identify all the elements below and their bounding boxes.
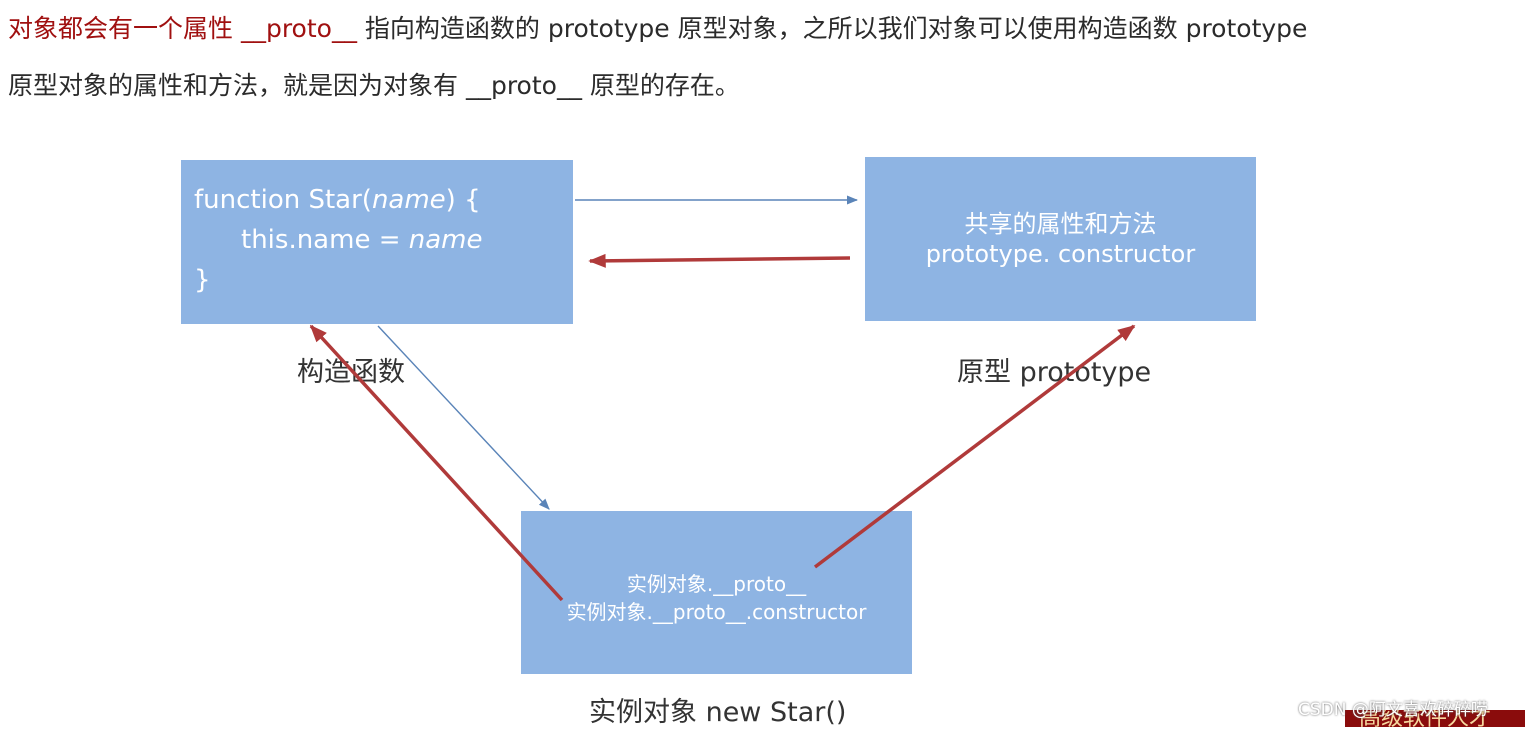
prototype-box-line-1: 共享的属性和方法 <box>964 210 1157 238</box>
intro-line-1: 对象都会有一个属性 __proto__ 指向构造函数的 prototype 原型… <box>8 0 1520 57</box>
intro-line-1-rest: 指向构造函数的 prototype 原型对象，之所以我们对象可以使用构造函数 p… <box>356 14 1308 43</box>
instance-box: 实例对象.__proto__ 实例对象.__proto__.constructo… <box>521 511 912 674</box>
code-text: function Star( <box>194 185 372 215</box>
intro-lead-text: 对象都会有一个属性 __proto__ <box>8 14 357 43</box>
prototype-caption: 原型 prototype <box>957 357 1152 388</box>
corner-banner: 高级软件人才 <box>1345 710 1525 727</box>
arrow-prototype-to-constructor <box>588 253 851 268</box>
arrow-constructor-to-instance <box>377 325 550 510</box>
code-param: name <box>408 225 483 255</box>
constructor-code-line-3: } <box>194 265 211 295</box>
intro-line-2: 原型对象的属性和方法，就是因为对象有 __proto__ 原型的存在。 <box>8 71 740 100</box>
code-text: ) { <box>445 185 481 215</box>
prototype-box: 共享的属性和方法 prototype. constructor <box>865 157 1256 321</box>
constructor-code-line-2: this.name = name <box>194 220 573 260</box>
arrow-instance-to-prototype <box>813 324 1136 569</box>
intro-paragraph: 对象都会有一个属性 __proto__ 指向构造函数的 prototype 原型… <box>8 0 1520 114</box>
arrow-instance-to-constructor <box>309 324 564 602</box>
csdn-watermark: CSDN @阿文喜欢碎碎唠 <box>1298 700 1488 720</box>
instance-box-line-2: 实例对象.__proto__.constructor <box>566 599 867 624</box>
constructor-code-line-1: function Star(name) { <box>194 180 573 220</box>
constructor-caption: 构造函数 <box>297 357 405 388</box>
instance-box-line-1: 实例对象.__proto__ <box>626 571 807 596</box>
instance-caption: 实例对象 new Star() <box>589 697 847 728</box>
constructor-box: function Star(name) { this.name = name } <box>181 160 573 324</box>
prototype-box-line-2: prototype. constructor <box>925 240 1196 268</box>
corner-banner-text: 高级软件人才 <box>1359 710 1492 727</box>
code-text: this.name = <box>241 225 409 255</box>
code-param: name <box>371 185 446 215</box>
